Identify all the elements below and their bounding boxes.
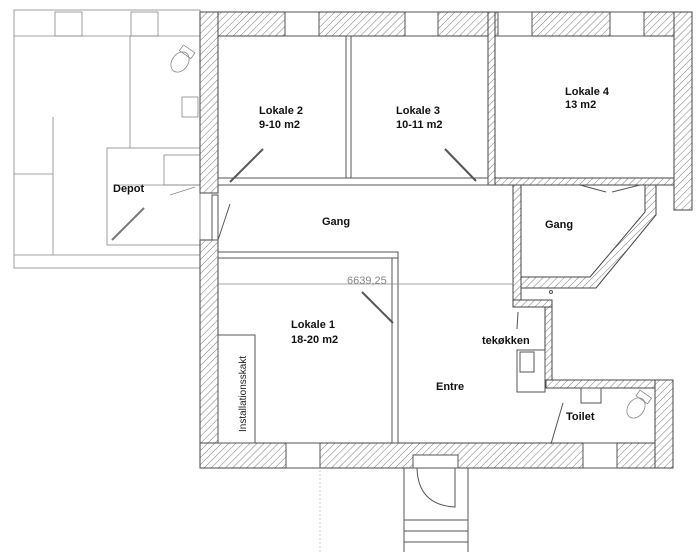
neighbour-area: Depot <box>13 9 201 269</box>
sink-icon <box>181 96 199 118</box>
windows <box>284 11 645 469</box>
walls <box>199 11 693 469</box>
partitions <box>211 35 653 508</box>
room-area-lokale4: 13 m2 <box>565 99 596 111</box>
room-label-lokale2: Lokale 2 <box>259 105 303 117</box>
toilet-icon <box>626 389 653 419</box>
room-label-gang: Gang <box>322 216 350 228</box>
room-label-lokale4: Lokale 4 <box>565 86 610 98</box>
room-label-installationsskakt: Installationsskakt <box>238 356 249 432</box>
entrance-door <box>416 467 456 508</box>
room-label-lokale1: Lokale 1 <box>291 319 335 331</box>
room-label-depot: Depot <box>113 183 145 195</box>
stairs <box>319 468 469 552</box>
toilet-icon <box>170 44 196 73</box>
room-area-lokale3: 10-11 m2 <box>396 119 442 131</box>
kitchen-sink-icon <box>519 351 535 373</box>
room-area-lokale1: 18-20 m2 <box>291 334 338 346</box>
room-label-lokale3: Lokale 3 <box>396 105 440 117</box>
room-label-tekokken: tekøkken <box>482 335 530 347</box>
toilet-sink-icon <box>580 387 602 404</box>
room-label-gang-2: Gang <box>545 219 573 231</box>
dimension-label: 6639,25 <box>347 275 387 287</box>
room-label-entre: Entre <box>436 381 464 393</box>
room-label-toilet: Toilet <box>566 411 595 423</box>
room-area-lokale2: 9-10 m2 <box>259 119 300 131</box>
